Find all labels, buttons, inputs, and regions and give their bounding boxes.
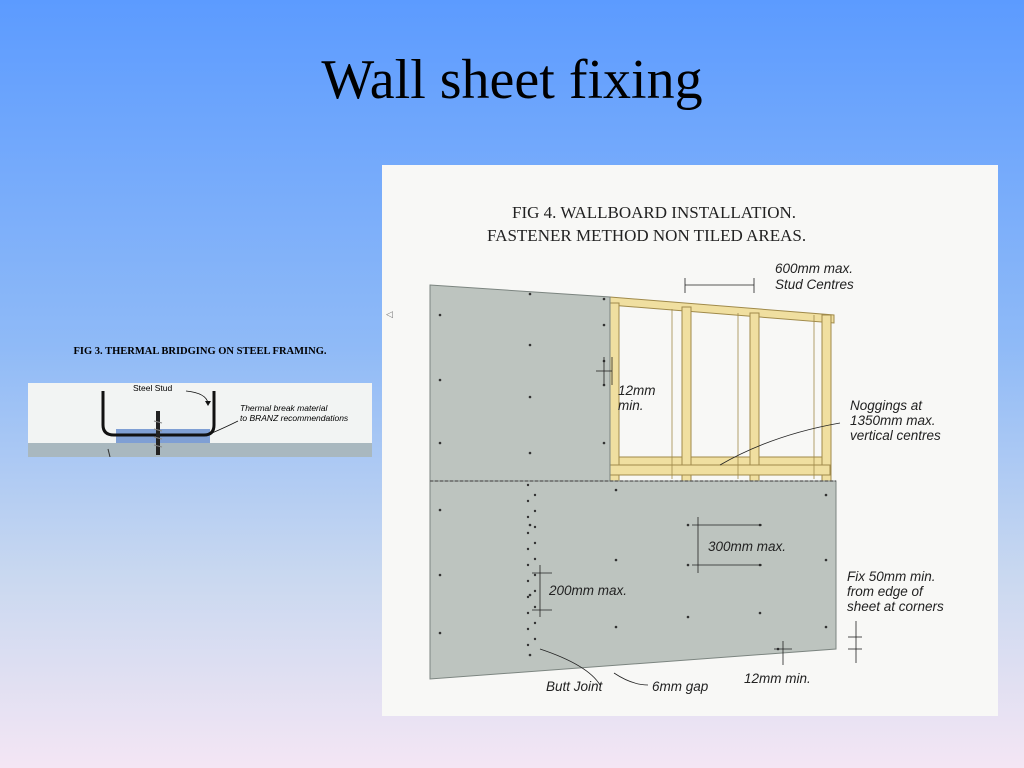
screw-icon: [153, 411, 163, 455]
slide-title: Wall sheet fixing: [321, 49, 703, 111]
label-fix-50mm-1: Fix 50mm min.: [847, 569, 936, 584]
label-200mm: 200mm max.: [548, 583, 627, 598]
label-6mm-gap: 6mm gap: [652, 679, 709, 694]
label-noggings-1: Noggings at: [850, 398, 923, 413]
label-thermal-break-2: to BRANZ recommendations: [240, 413, 349, 423]
label-edge-12mm-2: min.: [618, 398, 644, 413]
fasteners-upper: [438, 292, 606, 455]
fig3-base-strip: [28, 443, 372, 457]
label-stud-centres-1: 600mm max.: [775, 261, 853, 276]
fig4-title-line2: FASTENER METHOD NON TILED AREAS.: [487, 226, 806, 245]
fig4-diagram: FIG 4. WALLBOARD INSTALLATION. FASTENER …: [382, 165, 998, 716]
label-noggings-2: 1350mm max.: [850, 413, 936, 428]
label-stud-centres-2: Stud Centres: [775, 277, 854, 292]
label-edge-12mm-1: 12mm: [618, 383, 656, 398]
butt-joint-fasteners: [526, 483, 537, 647]
label-steel-stud: Steel Stud: [133, 383, 172, 393]
label-fix-50mm-2: from edge of: [847, 584, 924, 599]
fig4-title-line1: FIG 4. WALLBOARD INSTALLATION.: [512, 203, 796, 222]
label-300mm: 300mm max.: [708, 539, 786, 554]
label-thermal-break-1: Thermal break material: [240, 403, 329, 413]
label-noggings-3: vertical centres: [850, 428, 941, 443]
scan-mark: ◁: [386, 309, 393, 319]
label-butt-joint: Butt Joint: [546, 679, 604, 694]
fig3-caption: FIG 3. THERMAL BRIDGING ON STEEL FRAMING…: [73, 346, 327, 357]
wallboard-upper: [429, 284, 611, 482]
label-fix-50mm-3: sheet at corners: [847, 599, 944, 614]
label-12mm-min: 12mm min.: [744, 671, 811, 686]
fig3-diagram: Steel Stud Thermal break material to BRA…: [28, 383, 372, 457]
